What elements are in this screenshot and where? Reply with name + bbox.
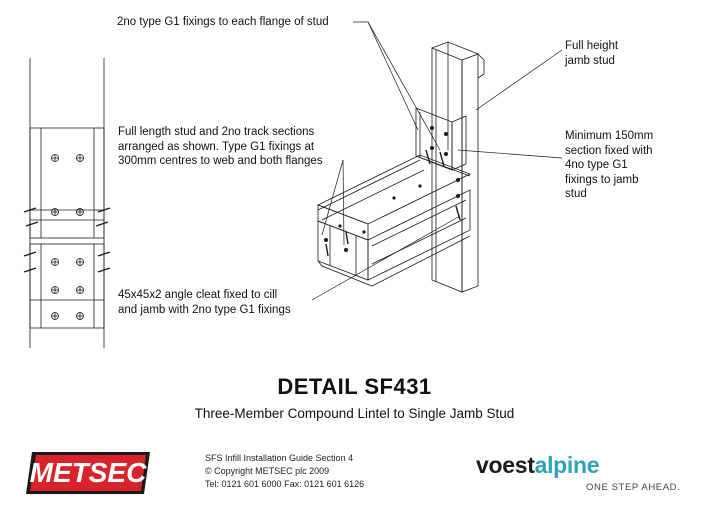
leader-lines (311, 21, 563, 301)
detail-title: DETAIL SF431 (277, 374, 432, 399)
label-minimum-section: Minimum 150mm section fixed with 4no typ… (565, 130, 654, 200)
voestalpine-logo-alpine: alpine (534, 452, 600, 478)
metsec-logo-text: METSEC (29, 457, 147, 488)
metsec-logo-badge (26, 452, 150, 494)
label-angle-cleat: 45x45x2 angle cleat fixed to cill and ja… (118, 289, 291, 316)
jamb-stud (431, 41, 485, 293)
footer-copyright: © Copyright METSEC plc 2009 (205, 466, 330, 476)
label-g1-flange-fixings: 2no type G1 fixings to each flange of st… (117, 16, 329, 28)
detail-subtitle: Three-Member Compound Lintel to Single J… (194, 406, 515, 421)
voestalpine-logo: voestalpine (476, 452, 600, 478)
elevation-view (23, 58, 111, 348)
side-screws (23, 207, 111, 273)
voestalpine-logo-voest: voest (476, 452, 535, 478)
voestalpine-tagline: ONE STEP AHEAD. (586, 482, 681, 493)
iso-screws (325, 149, 461, 257)
footer-contact: Tel: 0121 601 6000 Fax: 0121 601 6126 (205, 479, 365, 489)
label-full-length-stud: Full length stud and 2no track sections … (118, 126, 323, 167)
footer-info: SFS Infill Installation Guide Section 4 … (205, 452, 364, 491)
metsec-logo: METSEC (26, 450, 150, 496)
iso-fixings (324, 126, 460, 252)
footer-guide: SFS Infill Installation Guide Section 4 (205, 453, 354, 463)
label-full-height-jamb-stud: Full height jamb stud (565, 40, 619, 67)
screw-fixings (51, 154, 84, 320)
lintel (316, 107, 472, 287)
